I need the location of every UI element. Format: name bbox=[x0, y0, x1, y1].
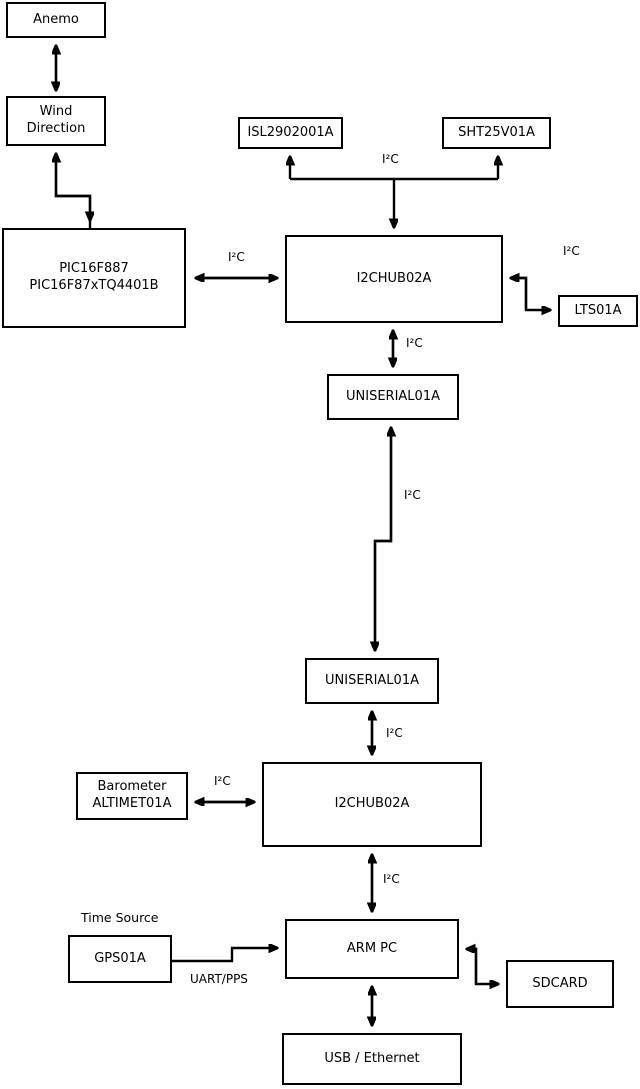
node-sht25v01a-label: SHT25V01A bbox=[458, 124, 535, 140]
node-uniserial01a-upper[interactable]: UNISERIAL01A bbox=[327, 374, 459, 420]
edge-label-hub1-sensors: I²C bbox=[382, 152, 399, 166]
node-barometer-altimet01a[interactable]: Barometer ALTIMET01A bbox=[76, 772, 188, 820]
node-sht25v01a[interactable]: SHT25V01A bbox=[442, 117, 551, 149]
node-wind-direction[interactable]: Wind Direction bbox=[6, 96, 106, 146]
node-uniserial01a-lower[interactable]: UNISERIAL01A bbox=[305, 658, 439, 704]
node-barometer-altimet01a-label: Barometer ALTIMET01A bbox=[92, 779, 172, 811]
node-isl2902001a-label: ISL2902001A bbox=[247, 124, 334, 140]
connector-sdcard-armpc bbox=[467, 949, 478, 984]
node-sdcard[interactable]: SDCARD bbox=[506, 960, 614, 1008]
node-anemo[interactable]: Anemo bbox=[6, 2, 106, 38]
edge-label-pic-hub1: I²C bbox=[228, 250, 245, 264]
connector-uniserial1-uniserial2 bbox=[375, 428, 393, 650]
node-isl2902001a[interactable]: ISL2902001A bbox=[238, 117, 343, 149]
node-sdcard-label: SDCARD bbox=[532, 975, 588, 991]
node-gps01a-label: GPS01A bbox=[94, 950, 146, 966]
edge-label-uniserial1-uniserial2: I²C bbox=[404, 488, 421, 502]
node-i2chub02a-upper-label: I2CHUB02A bbox=[356, 270, 432, 286]
connector-gps-armpc bbox=[172, 948, 277, 963]
node-arm-pc[interactable]: ARM PC bbox=[285, 919, 459, 979]
node-usb-ethernet-label: USB / Ethernet bbox=[324, 1050, 420, 1066]
node-lts01a[interactable]: LTS01A bbox=[558, 295, 638, 327]
edge-label-barometer-hub2: I²C bbox=[214, 774, 231, 788]
edge-label-uniserial2-hub2: I²C bbox=[386, 726, 403, 740]
edge-label-hub1-lts01a: I²C bbox=[563, 244, 580, 258]
connector-wind-pic bbox=[54, 154, 90, 220]
node-arm-pc-label: ARM PC bbox=[346, 940, 398, 956]
edge-label-hub1-uniserial1: I²C bbox=[406, 336, 423, 350]
node-uniserial01a-lower-label: UNISERIAL01A bbox=[325, 672, 419, 688]
label-time-source: Time Source bbox=[81, 910, 159, 925]
node-i2chub02a-lower[interactable]: I2CHUB02A bbox=[262, 762, 482, 847]
connector-hub1-lts bbox=[511, 276, 550, 310]
node-i2chub02a-lower-label: I2CHUB02A bbox=[334, 796, 410, 812]
connector-lts-hub1 bbox=[511, 278, 528, 310]
node-usb-ethernet[interactable]: USB / Ethernet bbox=[282, 1033, 462, 1085]
node-pic-microcontroller-label: PIC16F887 PIC16F87xTQ4401B bbox=[29, 261, 159, 293]
node-gps01a[interactable]: GPS01A bbox=[68, 935, 172, 983]
node-lts01a-label: LTS01A bbox=[574, 302, 622, 318]
node-anemo-label: Anemo bbox=[33, 11, 79, 27]
node-pic-microcontroller[interactable]: PIC16F887 PIC16F87xTQ4401B bbox=[2, 228, 186, 328]
node-i2chub02a-upper[interactable]: I2CHUB02A bbox=[285, 235, 503, 323]
connector-armpc-sdcard bbox=[467, 947, 498, 984]
node-uniserial01a-upper-label: UNISERIAL01A bbox=[346, 388, 440, 404]
node-wind-direction-label: Wind Direction bbox=[26, 104, 86, 136]
edge-label-gps-armpc: UART/PPS bbox=[190, 972, 248, 986]
connector-uniserial2-uniserial1 bbox=[373, 428, 391, 650]
edge-label-hub2-armpc: I²C bbox=[383, 872, 400, 886]
